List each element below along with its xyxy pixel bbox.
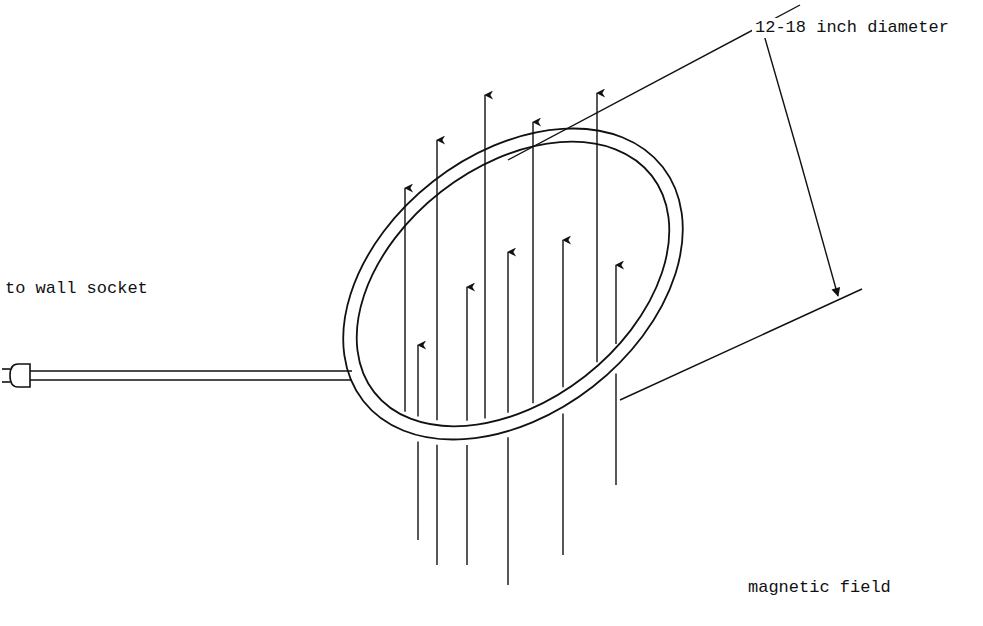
field-arrow	[484, 95, 485, 418]
field-arrow	[436, 140, 437, 420]
wire-loop	[283, 65, 743, 504]
field-arrow	[507, 252, 508, 413]
field-arrow	[596, 93, 597, 362]
wall-plug	[2, 364, 30, 387]
field-arrow	[466, 287, 467, 421]
cord-label: to wall socket	[2, 279, 151, 299]
field-arrow	[417, 345, 418, 417]
field-arrow	[532, 122, 533, 403]
field-line	[507, 437, 508, 585]
field-arrow	[404, 188, 405, 412]
field-arrow	[562, 240, 563, 387]
dimension-label: 12-18 inch diameter	[752, 18, 952, 38]
field-label: magnetic field	[745, 578, 894, 598]
magnetic-field-lines	[405, 93, 616, 585]
field-line	[466, 445, 467, 565]
field-arrow	[615, 265, 616, 344]
power-cord	[30, 371, 352, 380]
field-line	[436, 445, 437, 565]
diameter-dimension	[508, 5, 862, 400]
field-line	[615, 374, 616, 485]
field-line	[562, 413, 563, 555]
field-line	[417, 442, 418, 540]
